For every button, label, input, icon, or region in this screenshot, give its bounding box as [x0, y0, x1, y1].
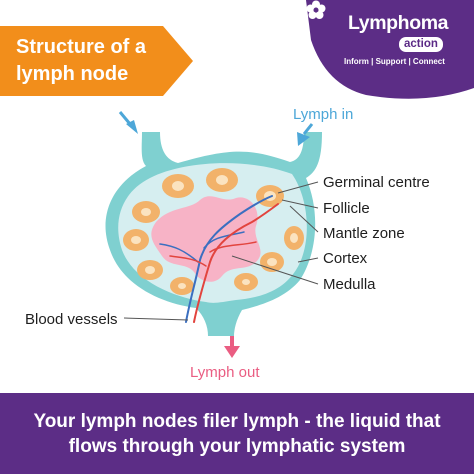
blood-vessels — [159, 195, 279, 323]
lymph-in-arrow-right — [297, 132, 310, 146]
germinal-centre — [178, 283, 186, 289]
germinal-centre — [290, 233, 298, 243]
flower-icon — [306, 0, 326, 19]
artery — [169, 255, 207, 267]
title-banner-shape — [0, 26, 193, 96]
germinal-centre — [267, 258, 277, 266]
brand-logo: Lymphoma action Inform | Support | Conne… — [306, 0, 474, 105]
label-follicle: Follicle — [323, 200, 370, 217]
footer-caption: Your lymph nodes filer lymph - the liqui… — [33, 410, 441, 457]
artery — [209, 241, 257, 253]
follicles — [123, 168, 304, 295]
label-blood-vessels: Blood vessels — [25, 311, 118, 328]
brand-sub: action — [399, 37, 443, 52]
vein — [203, 231, 245, 249]
brand-swoosh — [306, 0, 474, 99]
title-banner: Structure of a lymph node — [0, 26, 193, 96]
germinal-centre — [131, 236, 141, 244]
lymph-in-arrows — [118, 111, 314, 146]
vein — [159, 243, 199, 263]
germinal-centre — [172, 181, 184, 191]
label-medulla: Medulla — [323, 276, 376, 293]
footer-banner: Your lymph nodes filer lymph - the liqui… — [0, 393, 474, 474]
label-lymph-in: Lymph in — [293, 106, 354, 123]
artery — [193, 203, 279, 323]
label-lymph-out: Lymph out — [190, 364, 260, 381]
brand-name: Lymphoma — [348, 12, 449, 34]
germinal-centre — [145, 266, 155, 274]
label-germinal-centre: Germinal centre — [323, 174, 430, 191]
label-cortex: Cortex — [323, 250, 368, 267]
vein — [185, 195, 273, 323]
germinal-centre — [141, 208, 151, 216]
brand-tagline: Inform | Support | Connect — [344, 57, 445, 66]
leader-lines — [123, 181, 319, 321]
germinal-centre — [216, 175, 228, 185]
label-mantle-zone: Mantle zone — [323, 225, 405, 242]
germinal-centre — [242, 279, 250, 285]
diagram-title: Structure of a lymph node — [16, 36, 147, 85]
lymph-out-arrow — [224, 336, 240, 358]
lymph-in-arrow-left — [126, 120, 138, 134]
